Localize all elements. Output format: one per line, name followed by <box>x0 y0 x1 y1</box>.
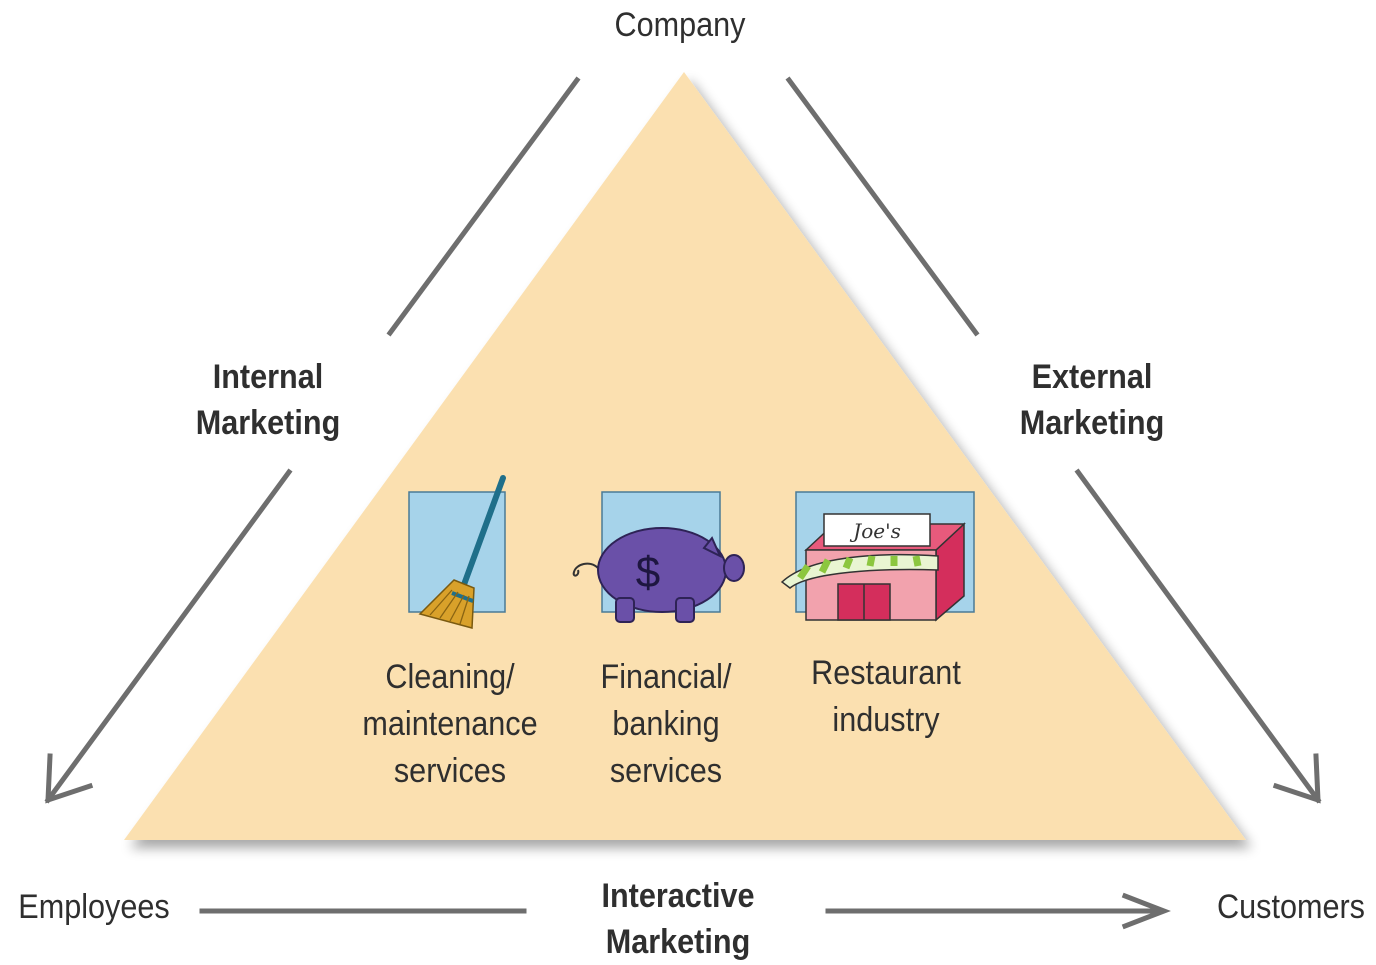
internal-marketing-label: Internal Marketing <box>195 358 341 442</box>
customers-label: Customers <box>1217 888 1365 926</box>
triangle <box>124 72 1246 840</box>
internal-marketing-arrow <box>44 76 581 804</box>
interactive-marketing-arrow <box>199 892 1171 930</box>
restaurant-sign-text: Joe's <box>849 519 901 543</box>
restaurant-industry-caption: Restaurant industry <box>811 654 961 739</box>
external-marketing-arrow <box>785 76 1322 804</box>
interactive-marketing-label: Interactive Marketing <box>601 877 755 961</box>
company-label: Company <box>614 6 746 44</box>
external-marketing-label: External Marketing <box>1019 358 1165 442</box>
financial-banking-caption: Financial/ banking services <box>600 658 732 790</box>
employees-label: Employees <box>18 888 170 926</box>
piggy-bank-icon: $ <box>572 491 745 623</box>
broom-icon <box>408 475 506 629</box>
cleaning-maintenance-caption: Cleaning/ maintenance services <box>362 658 538 790</box>
restaurant-storefront-icon: Joe's <box>780 491 975 622</box>
dollar-sign: $ <box>636 548 660 597</box>
